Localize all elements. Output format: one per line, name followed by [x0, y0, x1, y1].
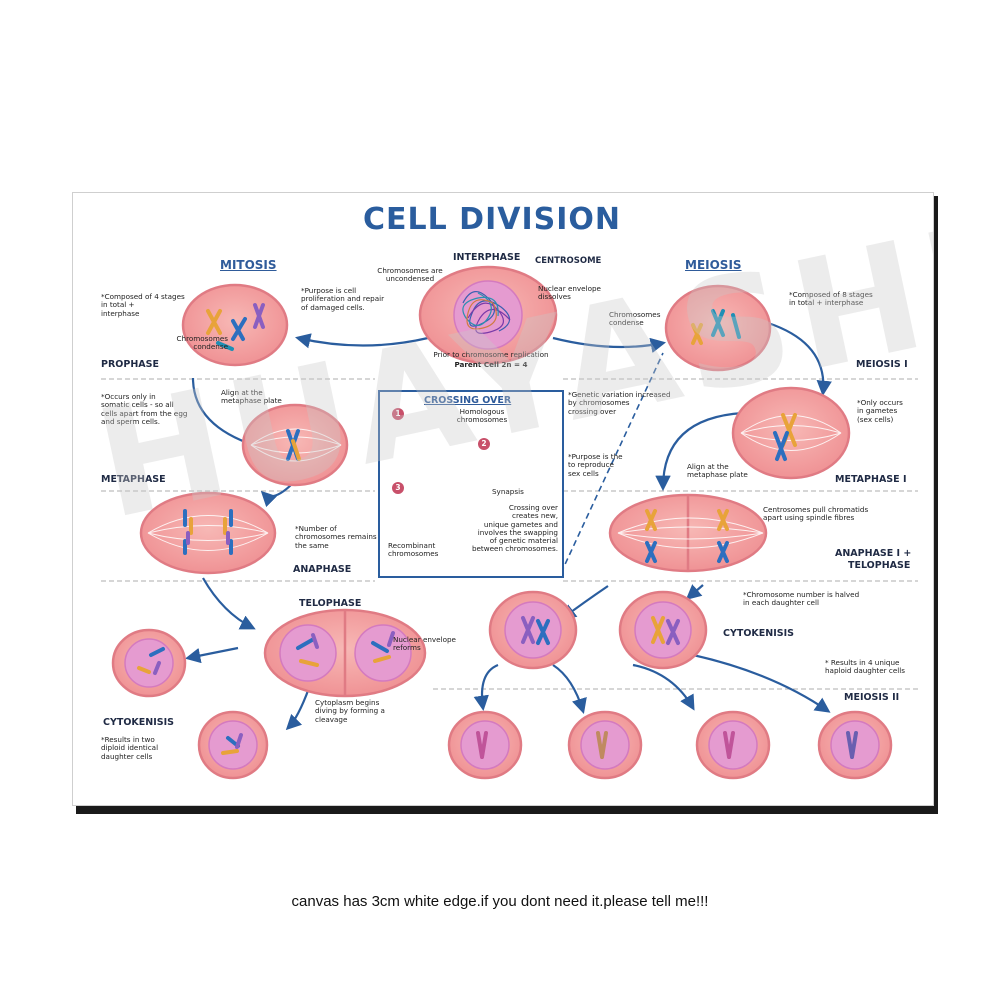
cytoplasm-cleavage-label: Cytoplasm begins diving by forming a cle…	[315, 698, 385, 724]
meiosis-1-label: MEIOSIS I	[856, 359, 908, 370]
crossing-over-heading: CROSSING OVER	[424, 395, 512, 406]
nuclear-envelope-reforms-label: Nuclear envelope reforms	[393, 635, 456, 653]
chromosomes-condense-label: Chromosomes condense	[176, 334, 228, 352]
prior-replication-label: Prior to chromosome replication	[433, 350, 549, 359]
genetic-variation-note: *Genetic variation increased by chromoso…	[568, 390, 671, 416]
chromatin-tangle	[462, 291, 511, 334]
meiosis-align-label: Align at the metaphase plate	[687, 462, 748, 480]
interphase-label: INTERPHASE	[453, 252, 521, 263]
meiosis-result-note: * Results in 4 unique haploid daughter c…	[825, 658, 905, 676]
canvas-edge-caption: canvas has 3cm white edge.if you dont ne…	[291, 893, 709, 910]
dashed-link-arrow	[560, 352, 664, 574]
step-3-badge: 3	[392, 482, 404, 494]
metaphase-label: METAPHASE	[101, 474, 166, 485]
crossing-over-box: CROSSING OVER 1 2 3 Homologous chromosom…	[378, 390, 564, 578]
step-2-badge: 2	[478, 438, 490, 450]
stage-separators	[101, 378, 918, 690]
mitosis-heading: MITOSIS	[220, 258, 277, 272]
mitosis-result-note: *Results in two diploid identical daught…	[101, 735, 159, 761]
page-title: CELL DIVISION	[363, 202, 622, 237]
homologous-label: Homologous chromosomes	[456, 407, 508, 425]
telophase-1-label: TELOPHASE	[848, 560, 911, 571]
chromosome-number-note: *Number of chromosomes remains the same	[295, 524, 377, 550]
centrosomes-pull-label: Centrosomes pull chromatids apart using …	[763, 505, 869, 523]
cell-division-poster: CELL DIVISION MITOSIS *Composed of 4 sta…	[72, 192, 934, 806]
prophase-label: PROPHASE	[101, 359, 159, 370]
synapsis-label: Synapsis	[492, 487, 524, 496]
mitosis-purpose-note: *Purpose is cell proliferation and repai…	[301, 286, 385, 312]
gametes-only-note: *Only occurs in gametes (sex cells)	[857, 398, 903, 424]
mitosis-cytokenisis-label: CYTOKENISIS	[103, 717, 174, 728]
meiosis-heading: MEIOSIS	[685, 258, 742, 272]
metaphase-1-label: METAPHASE I	[835, 474, 907, 485]
recombinant-label: Recombinant chromosomes	[388, 541, 439, 559]
meiosis-purpose-note: *Purpose is the to reproduce sex cells	[568, 452, 623, 478]
meiosis-stage-note: *Composed of 8 stages in total + interph…	[789, 290, 873, 308]
mitosis-stage-note: *Composed of 4 stages in total + interph…	[101, 292, 185, 318]
meiosis-2-label: MEIOSIS II	[844, 692, 900, 703]
mitosis-align-label: Align at the metaphase plate	[221, 388, 282, 406]
somatic-cells-note: *Occurs only in somatic cells - so all c…	[101, 392, 188, 426]
meiosis-condense-label: Chromosomes condense	[609, 310, 661, 328]
chromosomes	[137, 303, 858, 759]
nuclear-envelope-dissolves-label: Nuclear envelope dissolves	[538, 284, 601, 302]
telophase-label: TELOPHASE	[299, 598, 362, 609]
crossing-over-description: Crossing over creates new, unique gamete…	[471, 503, 558, 554]
centrosome-label: CENTROSOME	[535, 256, 602, 266]
anaphase-1-label: ANAPHASE I +	[835, 548, 912, 559]
nuclei	[124, 280, 880, 770]
chromosome-halved-note: *Chromosome number is halved in each dau…	[743, 590, 860, 608]
parent-cell-label: Parent Cell 2n = 4	[454, 360, 528, 369]
meiosis-cytokenisis-label: CYTOKENISIS	[723, 628, 794, 639]
anaphase-label: ANAPHASE	[293, 564, 352, 575]
uncondensed-label: Chromosomes are uncondensed	[377, 266, 443, 284]
step-1-badge: 1	[392, 408, 404, 420]
